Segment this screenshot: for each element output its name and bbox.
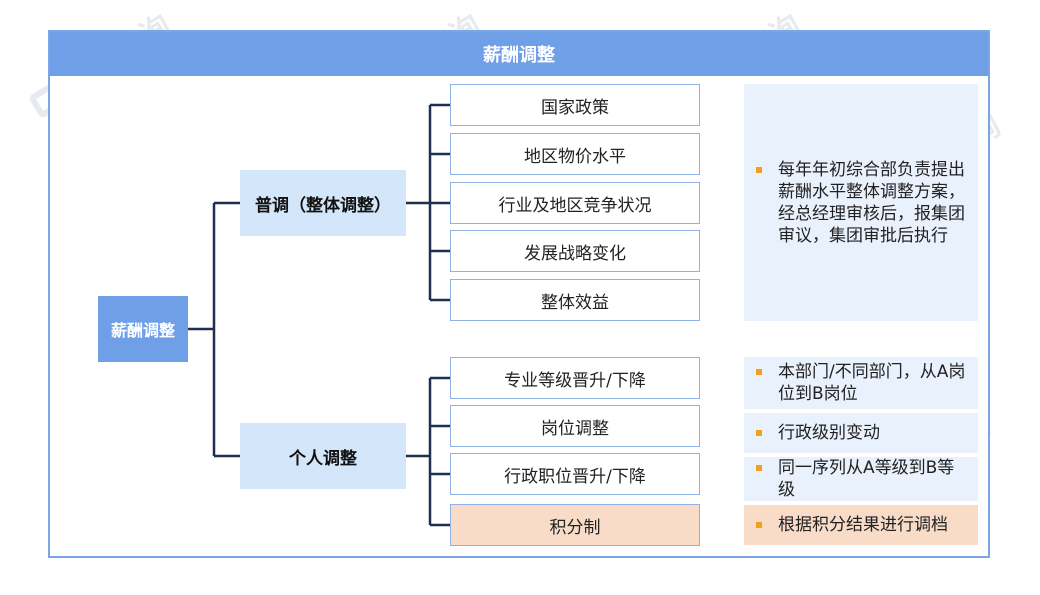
leaf-national-policy: 国家政策 <box>450 84 700 126</box>
leaf-industry-competition: 行业及地区竞争状况 <box>450 182 700 224</box>
diagram-title: 薪酬调整 <box>50 32 988 76</box>
bullet-icon <box>756 465 762 471</box>
leaf-admin-position-change: 行政职位晋升/下降 <box>450 453 700 495</box>
note-admin-level: 行政级别变动 <box>744 413 978 453</box>
note-level-within-sequence: 同一序列从A等级到B等级 <box>744 457 978 501</box>
bullet-icon <box>756 430 762 436</box>
bullet-icon <box>756 522 762 528</box>
bullet-icon <box>756 166 762 173</box>
root-node: 薪酬调整 <box>98 296 188 362</box>
category-individual-adjustment: 个人调整 <box>240 423 406 489</box>
note-points-system: 根据积分结果进行调档 <box>744 505 978 545</box>
note-position-adjustment: 本部门/不同部门，从A岗位到B岗位 <box>744 357 978 409</box>
leaf-professional-level-change: 专业等级晋升/下降 <box>450 357 700 399</box>
leaf-regional-price-level: 地区物价水平 <box>450 133 700 175</box>
leaf-overall-performance: 整体效益 <box>450 279 700 321</box>
note-general-adjustment: 每年年初综合部负责提出薪酬水平整体调整方案，经总经理审核后，报集团审议，集团审批… <box>744 84 978 321</box>
category-general-adjustment: 普调（整体调整） <box>240 170 406 236</box>
leaf-strategy-change: 发展战略变化 <box>450 230 700 272</box>
leaf-points-system: 积分制 <box>450 504 700 546</box>
bullet-icon <box>756 369 762 375</box>
leaf-position-adjustment: 岗位调整 <box>450 405 700 447</box>
